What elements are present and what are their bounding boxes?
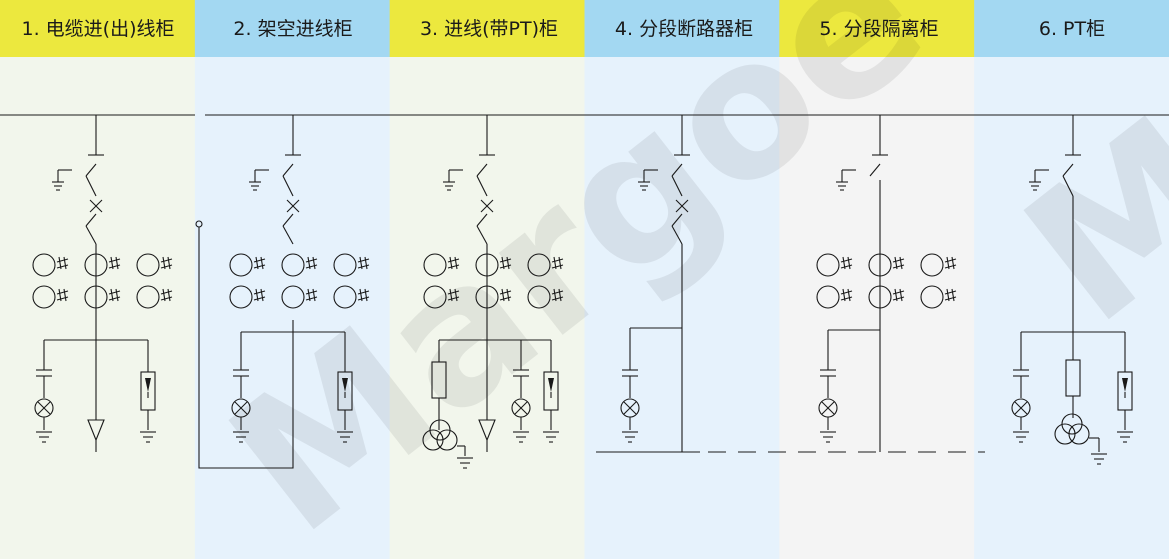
column-headers: 1. 电缆进(出)线柜 2. 架空进线柜 3. 进线(带PT)柜 4. 分段断路… — [22, 18, 1106, 40]
column-3-circuit — [422, 115, 564, 469]
column-4-header — [584, 0, 780, 57]
column-6-header — [974, 0, 1169, 57]
column-5-header — [779, 0, 975, 57]
column-5-title: 5. 分段隔离柜 — [819, 18, 938, 40]
column-3-header — [389, 0, 585, 57]
column-4-title: 4. 分段断路器柜 — [615, 18, 753, 40]
column-6-body — [974, 57, 1169, 559]
column-1-header — [0, 0, 196, 57]
column-2-circuit — [229, 115, 370, 443]
column-2-header — [194, 0, 391, 57]
overhead-line-loop — [195, 220, 294, 469]
column-2-title: 2. 架空进线柜 — [233, 18, 352, 40]
column-4-circuit — [620, 115, 690, 452]
column-5-circuit — [816, 115, 957, 452]
column-6-circuit — [1011, 115, 1133, 465]
column-1-circuit — [32, 115, 173, 452]
column-1-title: 1. 电缆进(出)线柜 — [22, 18, 175, 40]
column-3-title: 3. 进线(带PT)柜 — [420, 18, 558, 40]
column-6-title: 6. PT柜 — [1039, 18, 1105, 40]
